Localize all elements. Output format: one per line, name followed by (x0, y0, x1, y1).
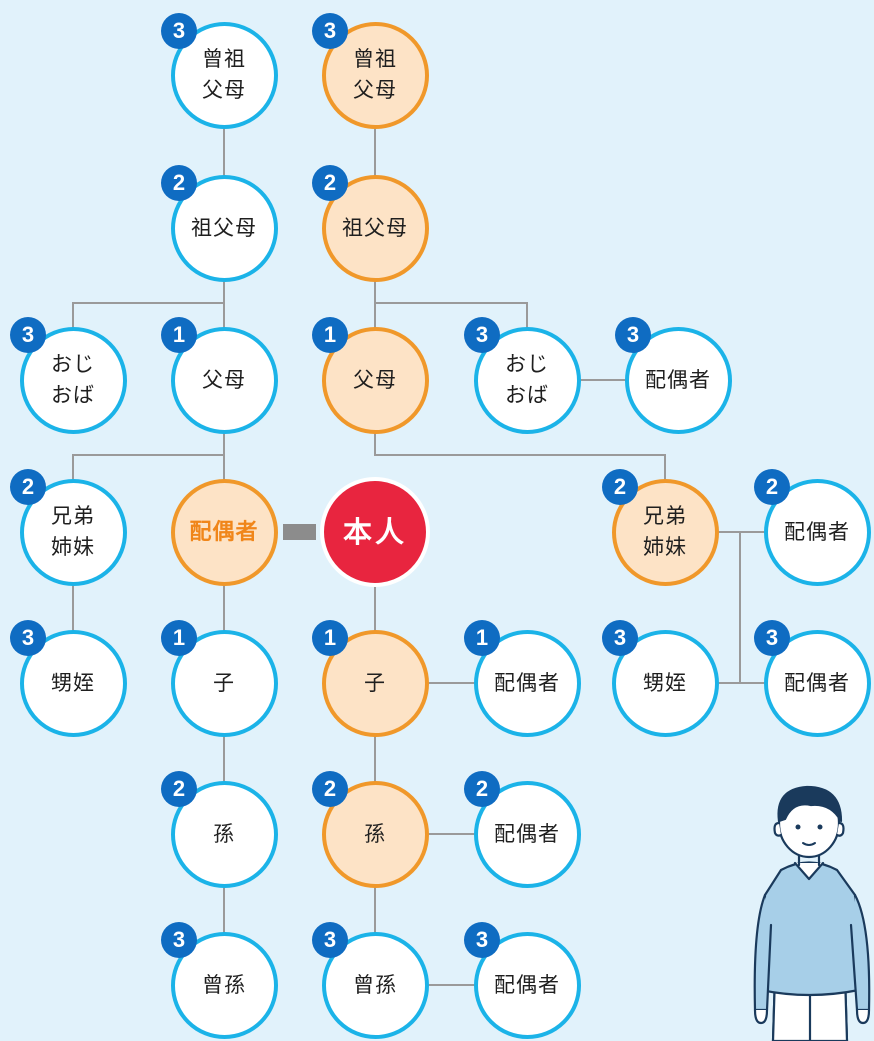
node-label: 配偶者 (494, 972, 560, 997)
degree-badge: 3 (602, 620, 638, 656)
node-great-grandparents-spouse-side: 曾祖 父母 (170, 21, 278, 129)
marriage-bar (283, 524, 316, 540)
node-label: 兄弟 姉妹 (643, 504, 687, 559)
node-label: おじ おば (51, 352, 95, 407)
node-uncles-aunts: おじ おば (473, 326, 581, 434)
node-label: 子 (213, 670, 235, 695)
degree-badge: 2 (161, 771, 197, 807)
node-label: 祖父母 (342, 215, 408, 240)
degree-badge: 3 (10, 317, 46, 353)
node-label: 曾祖 父母 (202, 47, 246, 102)
degree-badge: 2 (161, 165, 197, 201)
node-grandchild: 孫 (321, 780, 429, 888)
node-nephews-spouse-side: 甥姪 (19, 629, 127, 737)
degree-badge: 3 (161, 922, 197, 958)
degree-badge: 3 (161, 13, 197, 49)
node-spouse: 配偶者 (170, 478, 278, 586)
node-label: 孫 (213, 821, 235, 846)
node-siblings-spouse: 配偶者 (763, 478, 871, 586)
degree-badge: 3 (312, 13, 348, 49)
degree-badge: 3 (10, 620, 46, 656)
degree-badge: 1 (464, 620, 500, 656)
node-label: 本人 (342, 514, 407, 549)
node-label: 配偶者 (645, 367, 711, 392)
degree-badge: 1 (161, 317, 197, 353)
node-grandchild-spouse: 配偶者 (473, 780, 581, 888)
node-label: 配偶者 (494, 821, 560, 846)
degree-badge: 3 (312, 922, 348, 958)
node-label: 兄弟 姉妹 (51, 504, 95, 559)
degree-badge: 3 (464, 317, 500, 353)
node-great-grandchild: 曾孫 (321, 931, 429, 1039)
degree-badge: 1 (161, 620, 197, 656)
node-label: 父母 (202, 367, 246, 392)
node-label: 配偶者 (189, 519, 259, 545)
degree-badge: 2 (312, 771, 348, 807)
degree-badge: 3 (464, 922, 500, 958)
degree-badge: 3 (754, 620, 790, 656)
node-great-grandchild-spouse: 配偶者 (473, 931, 581, 1039)
node-label: 孫 (364, 821, 386, 846)
degree-badge: 2 (464, 771, 500, 807)
degree-badge: 3 (615, 317, 651, 353)
node-label: 配偶者 (494, 670, 560, 695)
node-label: 配偶者 (784, 519, 850, 544)
node-nephews-spouse: 配偶者 (763, 629, 871, 737)
degree-badge: 2 (10, 469, 46, 505)
node-label: 祖父母 (191, 215, 257, 240)
node-label: 父母 (353, 367, 397, 392)
person-illustration (753, 785, 871, 1041)
node-self: 本人 (320, 477, 430, 587)
node-label: 甥姪 (643, 670, 687, 695)
degree-badge: 1 (312, 620, 348, 656)
node-label: 曾祖 父母 (353, 47, 397, 102)
node-label: 配偶者 (784, 670, 850, 695)
node-siblings-spouse-side: 兄弟 姉妹 (19, 478, 127, 586)
node-label: 甥姪 (51, 670, 95, 695)
node-label: 曾孫 (202, 972, 246, 997)
degree-badge: 2 (312, 165, 348, 201)
degree-badge: 2 (602, 469, 638, 505)
node-child-spouse: 配偶者 (473, 629, 581, 737)
node-label: 子 (364, 670, 386, 695)
node-label: おじ おば (505, 352, 549, 407)
degree-badge: 1 (312, 317, 348, 353)
node-label: 曾孫 (353, 972, 397, 997)
degree-badge: 2 (754, 469, 790, 505)
